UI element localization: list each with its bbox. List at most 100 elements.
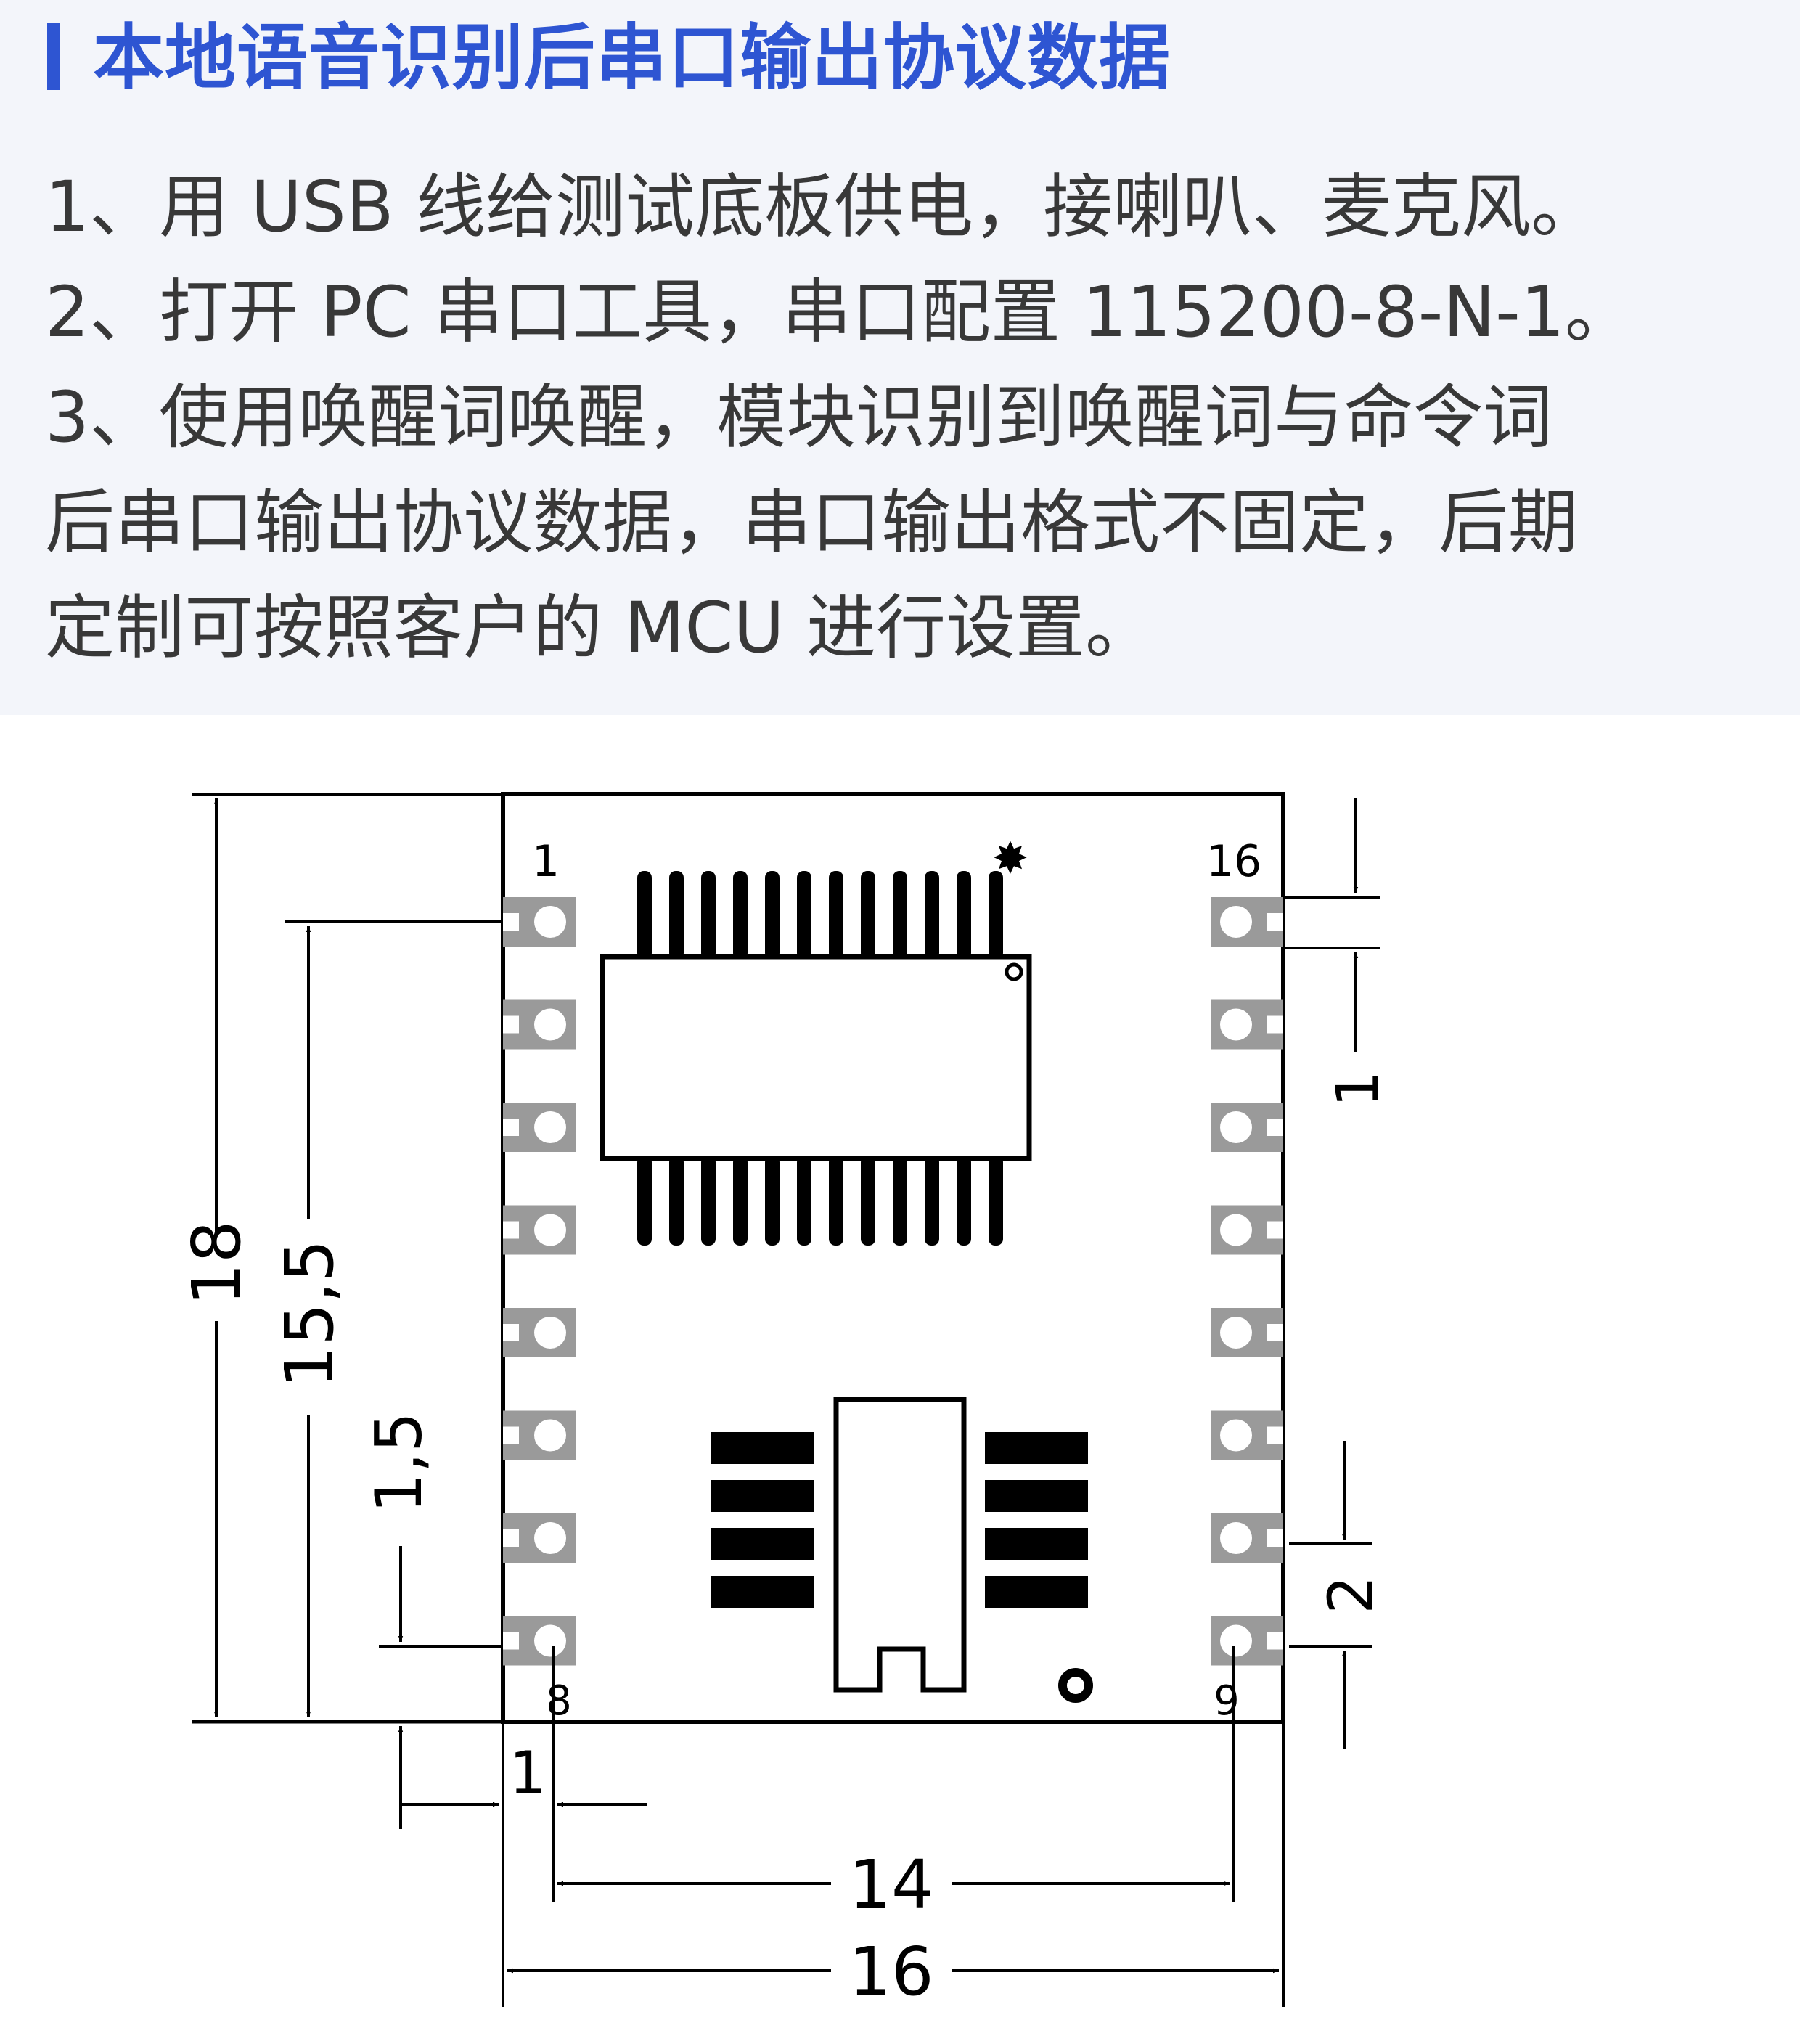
pad-notch (503, 1632, 519, 1650)
bottom-ic-pin-left (711, 1432, 814, 1464)
castellated-pad (1211, 897, 1283, 947)
castellated-pad (503, 1410, 576, 1460)
pad-hole (534, 1317, 566, 1349)
pad-hole (534, 906, 566, 938)
ic-pin-bottom (861, 1156, 875, 1246)
pad-hole (1220, 906, 1252, 938)
pin-label-16: 16 (1206, 836, 1261, 887)
dim-height-15-5 (285, 920, 503, 1717)
ic-pin-bottom (797, 1156, 811, 1246)
dim-label-16: 16 (848, 1933, 933, 2011)
ic-pin-top (669, 871, 684, 960)
ic-pin-bottom (733, 1156, 748, 1246)
dim-bottom-offset-2 (1289, 1441, 1372, 1749)
dim-label-right-1: 1 (1324, 1071, 1391, 1108)
pad-hole (534, 1522, 566, 1554)
pad-notch (1267, 1632, 1283, 1650)
castellated-pad (1211, 999, 1283, 1050)
ic-pin-top (925, 871, 939, 960)
castellated-pad (503, 999, 576, 1050)
dim-height-18 (192, 793, 503, 1717)
dim-label-2: 2 (1315, 1575, 1386, 1614)
instruction-line-4: 后串口输出协议数据，串口输出格式不固定，后期 (45, 482, 1578, 563)
pad-hole (1220, 1522, 1252, 1554)
section-title: 本地语音识别后串口输出协议数据 (93, 17, 1171, 99)
top-ic-pins (637, 871, 1003, 1246)
bottom-ic-pins (711, 1432, 1088, 1608)
pad-hole (1220, 1008, 1252, 1041)
pad-notch (503, 1119, 519, 1136)
pad-notch (1267, 1324, 1283, 1341)
bottom-ic-body (833, 1397, 967, 1693)
pad-notch (503, 913, 519, 931)
pad-notch (1267, 913, 1283, 931)
castellated-pad (1211, 1308, 1283, 1357)
left-pad-column (503, 897, 576, 1666)
instruction-panel: 本地语音识别后串口输出协议数据 1、用 USB 线给测试底板供电，接喇叭、麦克风… (0, 0, 1800, 715)
ic-pin-bottom (701, 1156, 716, 1246)
pad-notch (503, 1221, 519, 1239)
dim-width-16 (507, 1722, 1285, 2007)
bottom-ic-pin-right (985, 1432, 1088, 1464)
module-dimension-drawing: ✸ 1 16 8 9 18 15,5 1,5 1 14 (178, 792, 1391, 2011)
bottom-ic-pin-left (711, 1576, 814, 1608)
dim-label-bottom-1: 1 (510, 1739, 547, 1807)
pad-notch (503, 1015, 519, 1034)
dim-label-14: 14 (848, 1846, 933, 1924)
pad-hole (534, 1419, 566, 1452)
dim-offset-1-5 (379, 1546, 503, 1829)
dim-label-1-5: 1,5 (361, 1412, 436, 1513)
ic-pin-bottom (957, 1156, 971, 1246)
pad-hole (1220, 1111, 1252, 1143)
pad-notch (1267, 1426, 1283, 1444)
pad-hole (534, 1111, 566, 1143)
ic-pin-bottom (765, 1156, 780, 1246)
pad-notch (1267, 1119, 1283, 1136)
instruction-line-3: 3、使用唤醒词唤醒，模块识别到唤醒词与命令词 (45, 377, 1553, 458)
ic-pin-bottom (669, 1156, 684, 1246)
pad-hole (1220, 1419, 1252, 1452)
pad-hole (1220, 1214, 1252, 1246)
bottom-ic-pin-right (985, 1528, 1088, 1560)
pin-label-1: 1 (532, 836, 560, 887)
top-ic-body (600, 954, 1032, 1161)
castellated-pad (503, 1513, 576, 1563)
pad-hole (534, 1214, 566, 1246)
castellated-pad (1211, 1513, 1283, 1563)
castellated-pad (503, 1103, 576, 1152)
ic-pin-top (989, 871, 1003, 960)
castellated-pad (1211, 1616, 1283, 1666)
ic-pin-top (637, 871, 652, 960)
dim-width-14 (557, 1646, 1235, 1902)
ic-pin-bottom (989, 1156, 1003, 1246)
bottom-ic-pin-left (711, 1528, 814, 1560)
ic-pin-top (797, 871, 811, 960)
pad-hole (1220, 1624, 1252, 1657)
castellated-pad (1211, 1103, 1283, 1152)
ic-star-marker: ✸ (992, 833, 1028, 884)
dim-pad-width-1 (401, 1646, 647, 2007)
instruction-line-5: 定制可按照客户的 MCU 进行设置。 (45, 587, 1155, 669)
ic-pin-top (701, 871, 716, 960)
pin-label-8: 8 (546, 1677, 572, 1725)
title-accent-bar (47, 23, 60, 90)
pad-hole (534, 1008, 566, 1041)
bottom-ic-pin-right (985, 1576, 1088, 1608)
pad-hole (534, 1624, 566, 1657)
ic-pin-bottom (829, 1156, 843, 1246)
right-pad-column (1211, 897, 1283, 1666)
bottom-ic-pin-right (985, 1480, 1088, 1512)
pad-notch (503, 1324, 519, 1341)
bottom-ic-marker (1058, 1668, 1093, 1703)
pad-hole (1220, 1317, 1252, 1349)
ic-pin-top (765, 871, 780, 960)
dim-label-15-5: 15,5 (271, 1240, 348, 1389)
castellated-pad (503, 1205, 576, 1255)
ic-pin-top (893, 871, 907, 960)
instruction-line-2: 2、打开 PC 串口工具，串口配置 115200-8-N-1。 (45, 271, 1635, 353)
pad-notch (1267, 1529, 1283, 1547)
pad-notch (503, 1426, 519, 1444)
dim-label-18: 18 (178, 1220, 255, 1305)
ic-pin-top (733, 871, 748, 960)
castellated-pad (503, 1616, 576, 1666)
